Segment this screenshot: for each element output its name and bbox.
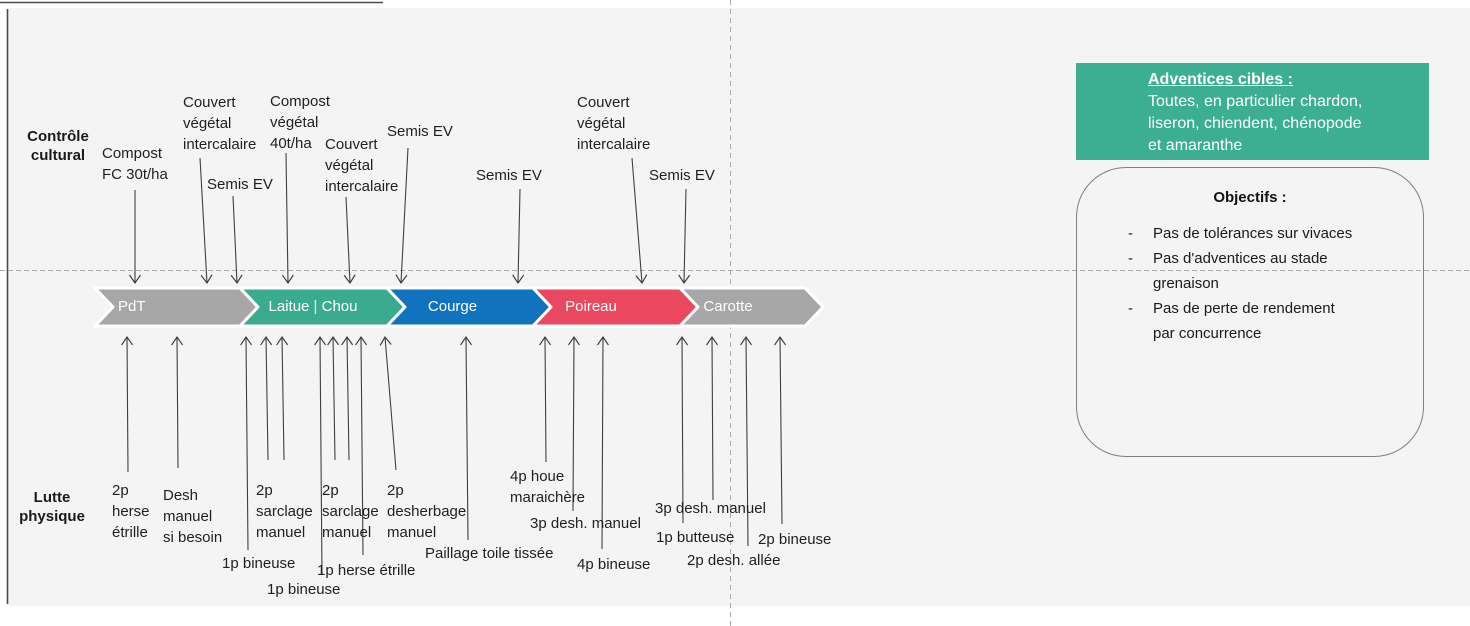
- arrow: [121, 335, 134, 473]
- arrow: [171, 335, 184, 469]
- annotation-2p-desherbage-manuel: 2p desherbage manuel: [387, 482, 467, 541]
- annotation-semis-ev-1: Semis EV: [207, 176, 273, 193]
- arrow: [230, 195, 243, 285]
- bullet-dash: -: [1128, 300, 1133, 317]
- arrow: [240, 335, 253, 551]
- arrow: [341, 335, 354, 461]
- arrow: [199, 157, 213, 285]
- bullet-dash: -: [1128, 250, 1133, 267]
- annotation-couvert-vegetal-2: Couvert végétal intercalaire: [325, 136, 399, 195]
- annotation-1p-herse-etrille: 1p herse étrille: [317, 562, 416, 579]
- annotation-3p-desh-manuel-1: 3p desh. manuel: [530, 515, 641, 532]
- annotation-semis-ev-2: Semis EV: [387, 123, 453, 140]
- annotation-paillage-toile-tissee: Paillage toile tissée: [425, 545, 554, 562]
- adventices-cibles-body: Toutes, en particulier chardon, liseron,…: [1148, 93, 1363, 154]
- objectifs-box: Objectifs : - Pas de tolérances sur viva…: [1076, 167, 1424, 457]
- bottom-arrows: [121, 335, 787, 576]
- adventices-cibles-title: Adventices cibles :: [1148, 71, 1293, 88]
- arrow: [395, 147, 409, 285]
- arrow: [774, 335, 787, 525]
- annotation-1p-bineuse-2: 1p bineuse: [267, 581, 341, 598]
- arrow: [676, 335, 689, 524]
- arrow: [512, 188, 525, 285]
- annotation-4p-bineuse: 4p bineuse: [577, 556, 651, 573]
- arrow: [276, 335, 289, 461]
- annotation-4p-houe-maraichere: 4p houe maraichère: [510, 468, 586, 506]
- objectifs-title: Objectifs :: [1213, 189, 1287, 206]
- annotation-semis-ev-4: Semis EV: [649, 167, 715, 184]
- annotation-2p-desh-allee: 2p desh. allée: [687, 552, 781, 569]
- annotation-compost-fc: Compost FC 30t/ha: [102, 145, 168, 183]
- arrow: [343, 196, 356, 285]
- annotation-couvert-vegetal-1: Couvert végétal intercalaire: [183, 94, 257, 153]
- timeline-label-laitue-chou: Laitue | Chou: [268, 298, 358, 315]
- annotation-2p-bineuse: 2p bineuse: [758, 531, 832, 548]
- arrow: [539, 335, 552, 463]
- arrow: [596, 335, 609, 550]
- objectifs-item-text: Pas d'adventices au stade grenaison: [1153, 250, 1328, 292]
- top-arrows: [129, 147, 691, 285]
- arrow: [327, 335, 340, 461]
- timeline-label-poireau: Poireau: [565, 298, 617, 315]
- objectifs-item-text: Pas de perte de rendement par concurrenc…: [1153, 300, 1335, 342]
- timeline-chevron-carotte[interactable]: [678, 286, 825, 328]
- annotation-1p-bineuse-1: 1p bineuse: [222, 555, 296, 572]
- annotation-couvert-vegetal-3: Couvert végétal intercalaire: [577, 94, 651, 153]
- objectifs-item-text: Pas de tolérances sur vivaces: [1153, 225, 1353, 242]
- arrow: [314, 335, 327, 576]
- timeline-label-carotte: Carotte: [703, 298, 753, 315]
- section-label-controle-cultural: Contrôle cultural: [27, 128, 89, 164]
- annotation-2p-herse-etrille: 2p herse étrille: [112, 482, 150, 541]
- bullet-dash: -: [1128, 225, 1133, 242]
- annotation-compost-vegetal: Compost végétal 40t/ha: [270, 93, 331, 152]
- timeline: [93, 286, 825, 328]
- arrow: [706, 335, 719, 501]
- arrow: [740, 335, 753, 547]
- arrow: [355, 335, 368, 556]
- annotation-3p-desh-manuel-2: 3p desh. manuel: [655, 500, 766, 517]
- annotation-1p-butteuse: 1p butteuse: [656, 529, 735, 546]
- arrow: [460, 335, 473, 541]
- arrow: [281, 152, 294, 285]
- section-label-lutte-physique: Lutte physique: [19, 489, 85, 525]
- arrow: [260, 335, 273, 461]
- arrow: [678, 188, 691, 285]
- objectifs-item: - Pas de tolérances sur vivaces: [1128, 221, 1398, 246]
- objectifs-item: - Pas de perte de rendement par concurre…: [1128, 296, 1398, 346]
- annotation-desh-manuel-si-besoin: Desh manuel si besoin: [163, 487, 223, 546]
- adventices-cibles-box: Adventices cibles : Toutes, en particuli…: [1076, 63, 1429, 160]
- arrow: [631, 157, 648, 285]
- annotation-2p-sarclage-manuel-1: 2p sarclage manuel: [256, 482, 313, 541]
- objectifs-list: - Pas de tolérances sur vivaces - Pas d'…: [1128, 221, 1398, 346]
- timeline-label-courge: Courge: [427, 298, 478, 315]
- arrow: [379, 335, 397, 471]
- arrow: [567, 335, 580, 512]
- timeline-label-pdt: PdT: [118, 298, 146, 315]
- annotation-2p-sarclage-manuel-2: 2p sarclage manuel: [322, 482, 379, 541]
- objectifs-item: - Pas d'adventices au stade grenaison: [1128, 246, 1398, 296]
- annotation-semis-ev-3: Semis EV: [476, 167, 542, 184]
